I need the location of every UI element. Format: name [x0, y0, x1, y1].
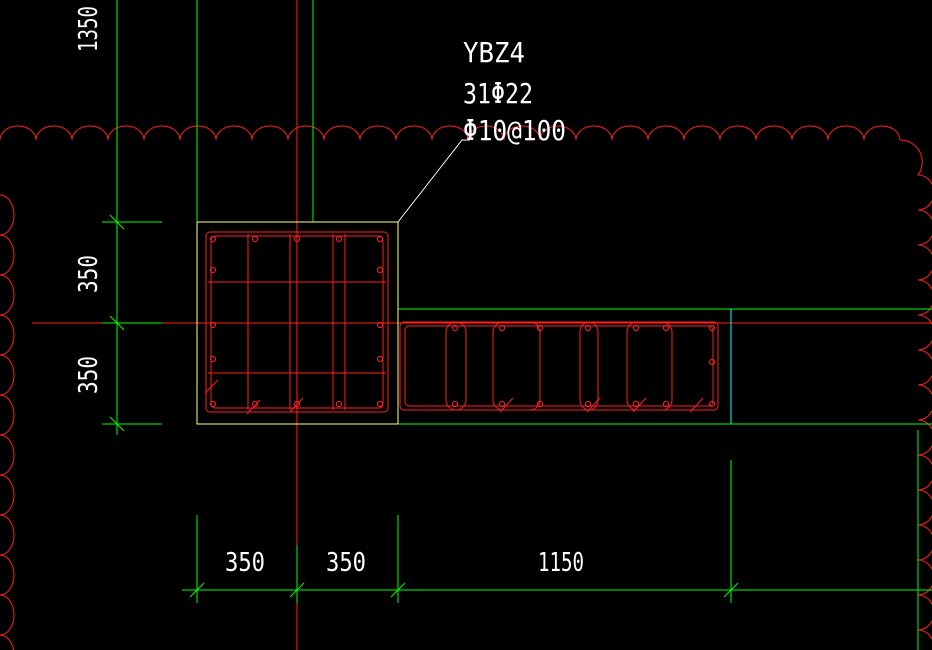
rebar-hook [632, 397, 647, 413]
column-name: YBZ4 [463, 36, 525, 69]
rebar-hook [246, 399, 261, 415]
dim-tick [723, 582, 739, 598]
dim-tick [109, 214, 125, 230]
rebar-hook [204, 379, 219, 394]
longitudinal-rebar-spec: 31Φ22 [463, 77, 533, 110]
rebar-bar [376, 235, 384, 243]
column-label: YBZ4 31Φ22 Φ10@100 [463, 36, 566, 147]
label-leader-line [397, 139, 470, 223]
rebar-bar [376, 266, 384, 274]
rebar-bar [209, 400, 217, 408]
rebar-bar [708, 400, 716, 408]
dim-tick [109, 315, 125, 331]
dim-tick [189, 582, 205, 598]
rebar-bar [209, 266, 217, 274]
rebar-bar [708, 358, 716, 366]
dim-bottom-3: 1150 [538, 548, 584, 578]
wall-tie-loop [445, 321, 467, 411]
rebar-bar [451, 324, 459, 332]
dim-top-vertical: 1350 [74, 6, 104, 52]
wall-tie-loop [626, 321, 673, 411]
wall-stirrup-outer [399, 321, 719, 411]
stirrup-outer [205, 231, 389, 413]
rebar-hook [586, 397, 601, 413]
rebar-bar [632, 400, 640, 408]
rebar-bar [708, 324, 716, 332]
rebar-bar [536, 400, 544, 408]
rebar-bar [536, 324, 544, 332]
dim-tick [109, 416, 125, 432]
rebar-bar [251, 235, 259, 243]
rebar-bar [584, 324, 592, 332]
rebar-layout [204, 231, 719, 415]
wall-lines [116, 0, 932, 650]
stirrup-spec: Φ10@100 [463, 114, 566, 147]
revision-cloud [0, 125, 932, 650]
rebar-bar [498, 324, 506, 332]
dim-left-lower: 350 [74, 356, 104, 394]
rebar-bar [251, 400, 259, 408]
rebar-hook [289, 397, 304, 413]
left-dimensions [102, 214, 162, 432]
dim-bottom-1: 350 [225, 548, 265, 578]
dim-tick [289, 582, 305, 598]
dim-tick [390, 582, 406, 598]
rebar-bar [662, 400, 670, 408]
rebar-bar [293, 400, 301, 408]
rebar-bar [376, 355, 384, 363]
rebar-bar [451, 400, 459, 408]
rebar-bar [293, 235, 301, 243]
rebar-bar [209, 321, 217, 329]
wall-stirrup-inner [404, 325, 714, 407]
grid-axes [32, 0, 932, 650]
wall-tie-loop [492, 321, 541, 411]
bottom-dimensions [182, 460, 932, 603]
rebar-bar [498, 400, 506, 408]
rebar-hook [499, 397, 514, 413]
rebar-bar [335, 400, 343, 408]
dim-bottom-2: 350 [326, 548, 366, 578]
rebar-bar [584, 400, 592, 408]
column-outline-bottom [196, 222, 398, 425]
rebar-bar [662, 324, 670, 332]
dim-left-upper: 350 [74, 255, 104, 293]
rebar-bar [209, 355, 217, 363]
revision-cloud-top [0, 125, 901, 141]
rebar-bar [376, 400, 384, 408]
rebar-bar [632, 324, 640, 332]
rebar-hook [689, 397, 704, 413]
rebar-bar [376, 321, 384, 329]
rebar-bar [335, 235, 343, 243]
rebar-bar [209, 235, 217, 243]
